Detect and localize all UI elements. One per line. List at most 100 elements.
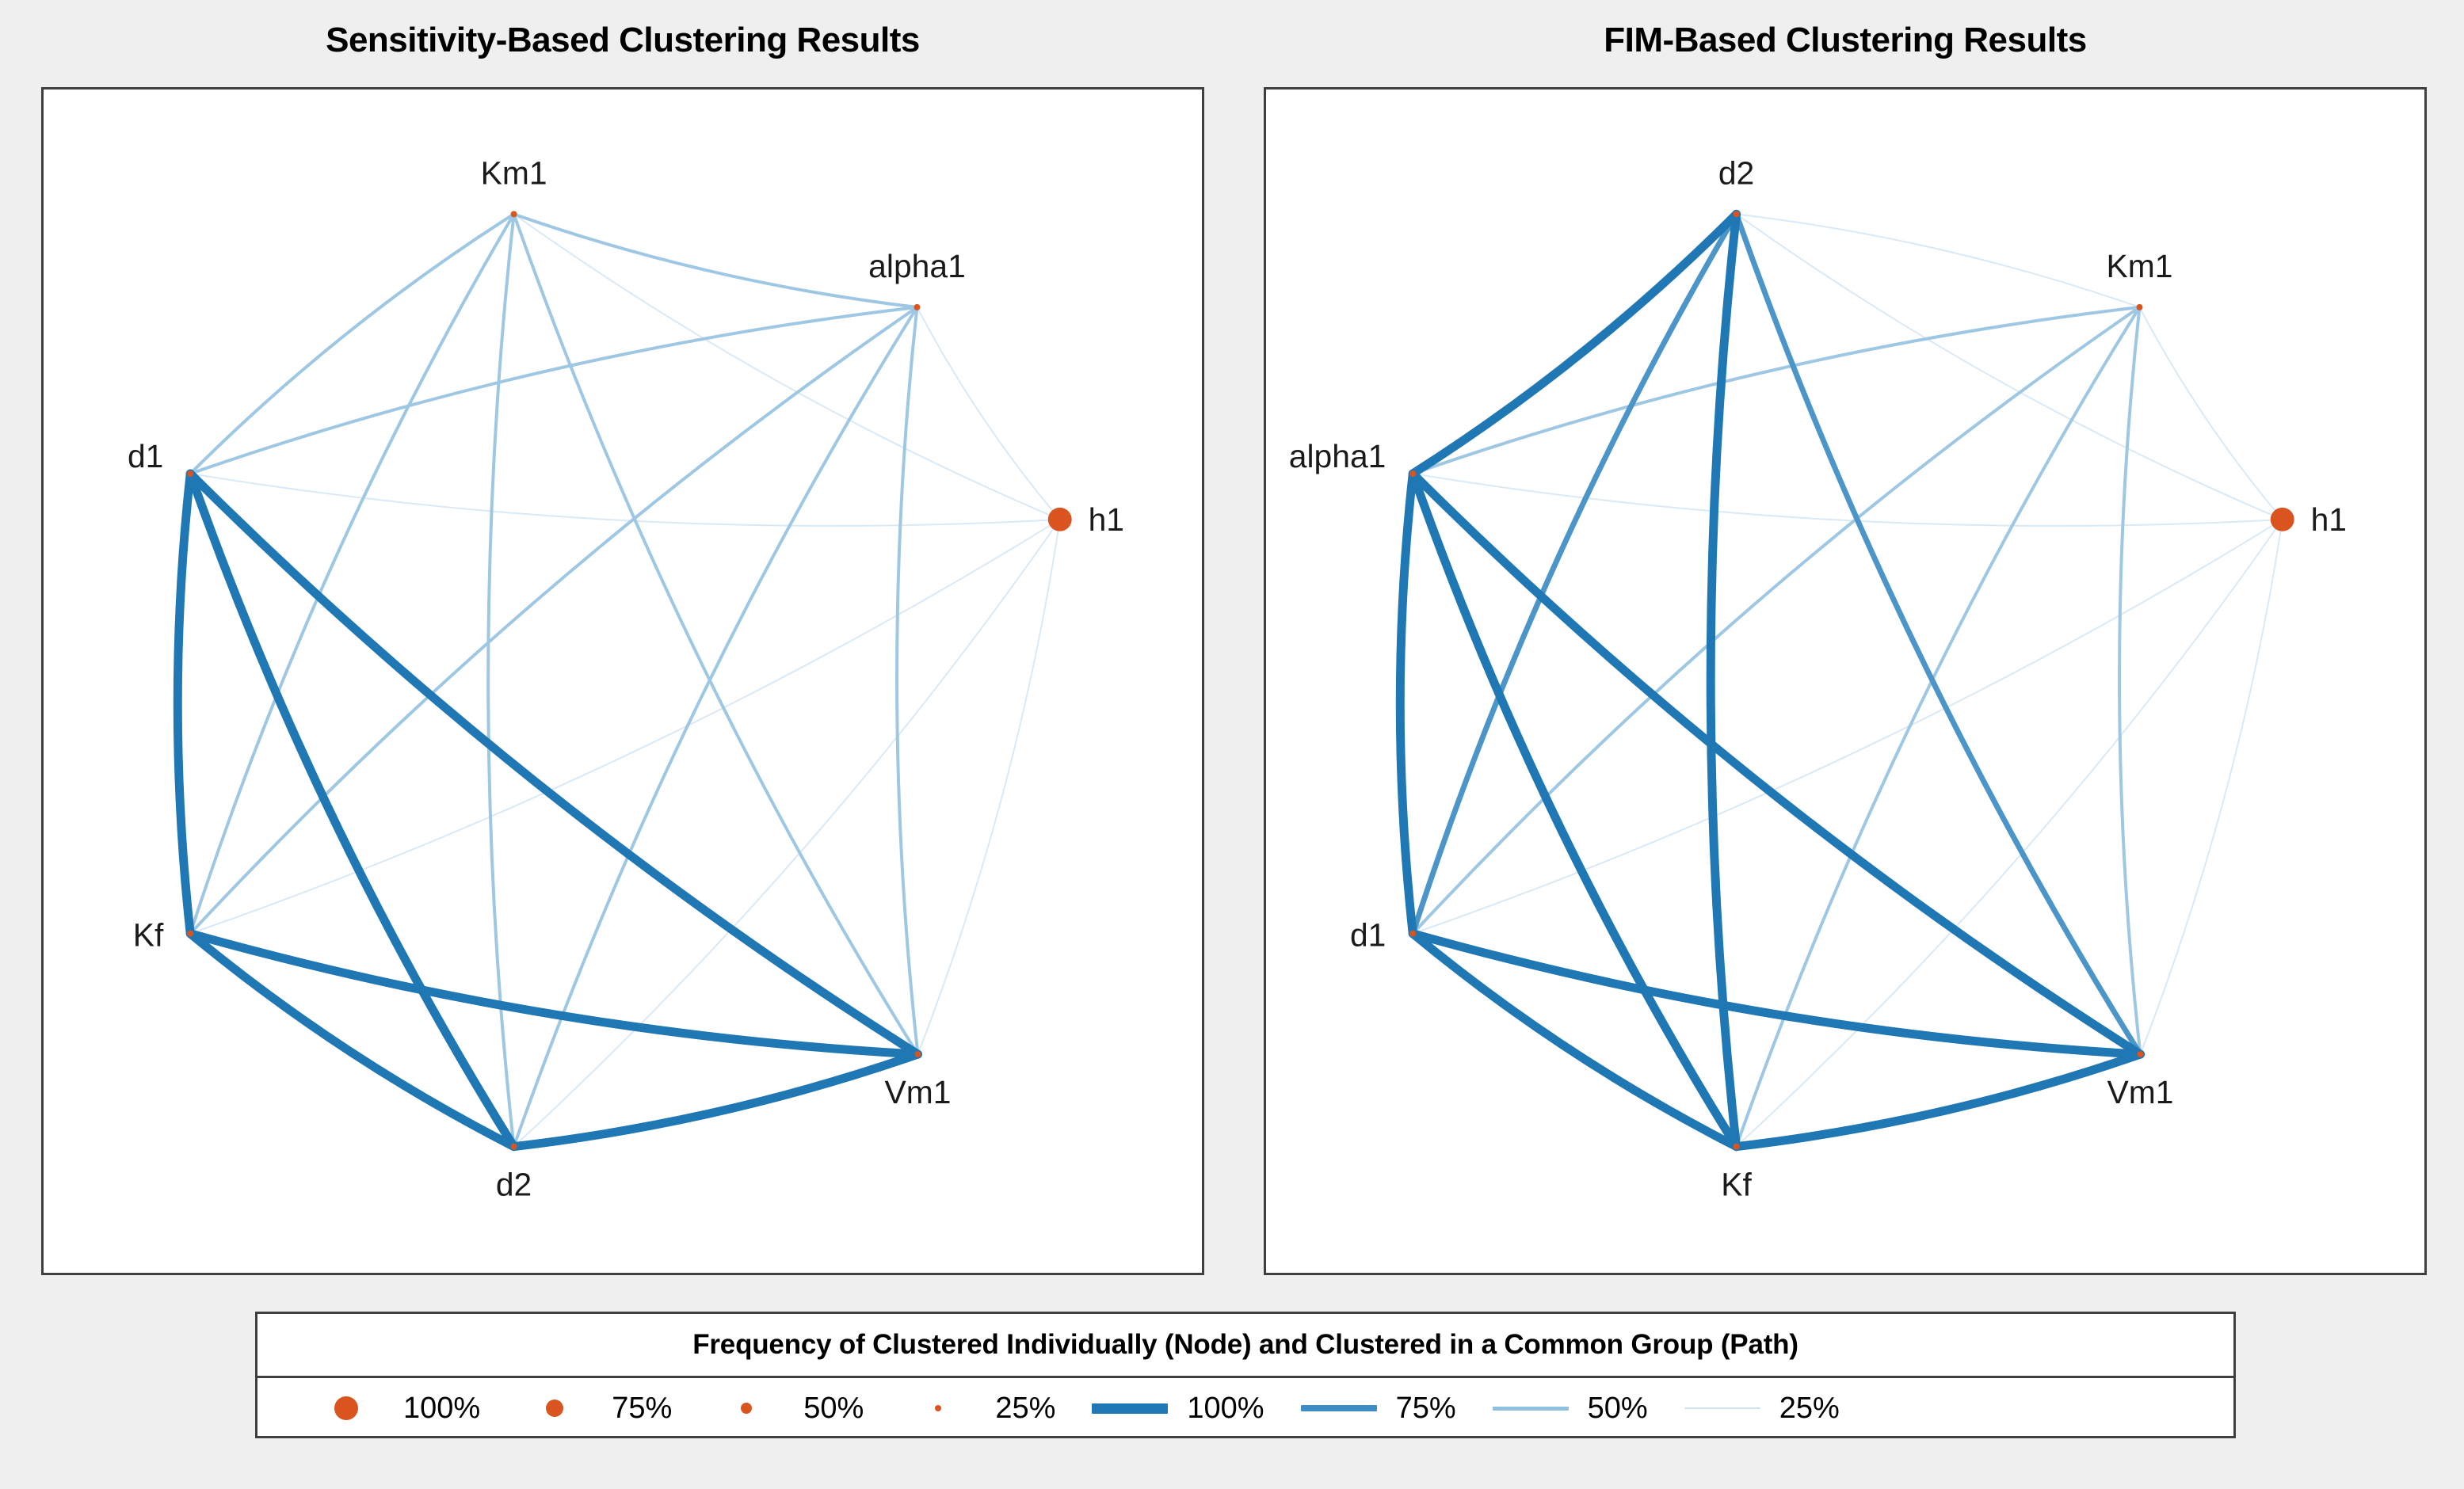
graph-edge [189, 305, 919, 476]
legend-item-label: 25% [1779, 1391, 1840, 1425]
graph-node-label: alpha1 [868, 248, 966, 284]
graph-edge [1408, 469, 2145, 1059]
graph-edge [513, 518, 1061, 1148]
graph-edge [189, 212, 516, 476]
node-dot-icon [741, 1403, 753, 1414]
legend-item-label: 100% [403, 1391, 481, 1425]
graph-node-marker[interactable] [1409, 470, 1417, 478]
page-title-sensitivity: Sensitivity-Based Clustering Results [326, 21, 920, 59]
graph-edge [189, 518, 1061, 935]
graph-node-marker[interactable] [2136, 303, 2143, 310]
legend-item-node-25: 25% [895, 1392, 1087, 1426]
legend-item-label: 50% [1587, 1391, 1648, 1425]
legend-node-dot-icon [895, 1405, 981, 1411]
graph-edge [1412, 518, 2283, 935]
legend-path-line-icon [1488, 1406, 1573, 1411]
graph-edge [1735, 518, 2283, 1148]
graph-edge [173, 469, 195, 939]
graph-edge [916, 306, 1061, 520]
path-line-icon [1300, 1405, 1377, 1411]
graph-edge [2138, 306, 2283, 520]
legend-item-path-75: 75% [1296, 1392, 1488, 1426]
legend-node-dot-icon [704, 1403, 789, 1414]
graph-edge [185, 469, 519, 1152]
graph-edge [185, 469, 922, 1059]
legend-item-node-75: 75% [512, 1392, 704, 1426]
graph-edge [185, 929, 922, 1059]
graph-edge [2139, 518, 2283, 1056]
graph-node-label: d1 [1350, 917, 1386, 954]
legend-items-row: 100% 75% 50% 25% 100% 75% 50% 25% [257, 1378, 2233, 1438]
legend-title-row: Frequency of Clustered Individually (Nod… [257, 1314, 2233, 1378]
legend-box: Frequency of Clustered Individually (Nod… [255, 1312, 2236, 1438]
graph-node-marker[interactable] [187, 470, 194, 478]
graph-node-marker[interactable] [1409, 930, 1417, 937]
graph-node-label: alpha1 [1289, 438, 1386, 474]
graph-edge [189, 473, 1061, 527]
path-line-icon [1492, 1406, 1569, 1411]
graph-edge [917, 518, 1061, 1056]
graph-node-label: Vm1 [2107, 1074, 2173, 1110]
graph-node-label: Vm1 [884, 1074, 951, 1110]
graph-node-marker[interactable] [1733, 211, 1740, 218]
graph-edge [1408, 929, 2145, 1059]
graph-node-label: d1 [128, 438, 163, 474]
page-title-fim: FIM-Based Clustering Results [1604, 21, 2087, 59]
legend-item-node-100: 100% [303, 1392, 512, 1426]
graph-edge [185, 929, 519, 1152]
path-line-icon [1092, 1403, 1169, 1414]
graph-node-marker[interactable] [510, 211, 517, 218]
graph-edge [1735, 213, 2141, 308]
legend-path-line-icon [1296, 1405, 1382, 1411]
graph-edge [1408, 929, 1741, 1152]
graph-node-marker[interactable] [1047, 507, 1072, 531]
graph-edge [1408, 469, 1741, 1152]
graph-edge [512, 212, 919, 309]
legend-item-label: 75% [612, 1391, 673, 1425]
legend-path-line-icon [1087, 1403, 1173, 1414]
graph-edge [1734, 211, 2143, 1057]
graph-edge [189, 305, 919, 935]
graph-node-marker[interactable] [1733, 1143, 1740, 1150]
graph-node-label: h1 [2311, 501, 2347, 538]
path-line-icon [1684, 1407, 1760, 1409]
graph-node-marker[interactable] [187, 930, 194, 937]
legend-item-label: 50% [803, 1391, 864, 1425]
node-dot-icon [546, 1400, 564, 1417]
legend-item-path-100: 100% [1087, 1392, 1295, 1426]
graph-edge [189, 212, 516, 935]
legend-item-node-50: 50% [704, 1392, 895, 1426]
graph-edge [513, 213, 1061, 520]
graph-node-label: d2 [496, 1166, 532, 1202]
graph-edge [1411, 305, 2142, 476]
graph-node-marker[interactable] [2137, 1051, 2144, 1058]
graph-node-marker[interactable] [2270, 507, 2294, 531]
graph-edge [1408, 209, 1741, 478]
legend-path-line-icon [1680, 1407, 1765, 1409]
graph-node-marker[interactable] [510, 1143, 517, 1150]
graph-node-label: d2 [1718, 155, 1754, 192]
graph-edge [1412, 473, 2283, 527]
graph-node-marker[interactable] [914, 1051, 921, 1058]
legend-title: Frequency of Clustered Individually (Nod… [692, 1329, 1798, 1360]
legend-item-path-50: 50% [1488, 1392, 1680, 1426]
graph-node-marker[interactable] [914, 303, 921, 310]
legend-item-label: 75% [1395, 1391, 1456, 1425]
graph-node-label: Kf [1721, 1166, 1752, 1202]
node-dot-icon [935, 1405, 942, 1411]
legend-item-path-25: 25% [1680, 1392, 1871, 1426]
graph-edge [509, 1049, 922, 1152]
graph-edge [1395, 469, 1417, 939]
legend-node-dot-icon [512, 1400, 597, 1417]
graph-node-label: Kf [133, 917, 164, 954]
graph-node-label: Km1 [481, 155, 547, 192]
graph-node-label: h1 [1089, 501, 1124, 538]
legend-item-label: 100% [1187, 1391, 1264, 1425]
graph-node-label: Km1 [2107, 248, 2173, 284]
graph-edge [512, 212, 920, 1057]
legend-node-dot-icon [303, 1396, 389, 1420]
